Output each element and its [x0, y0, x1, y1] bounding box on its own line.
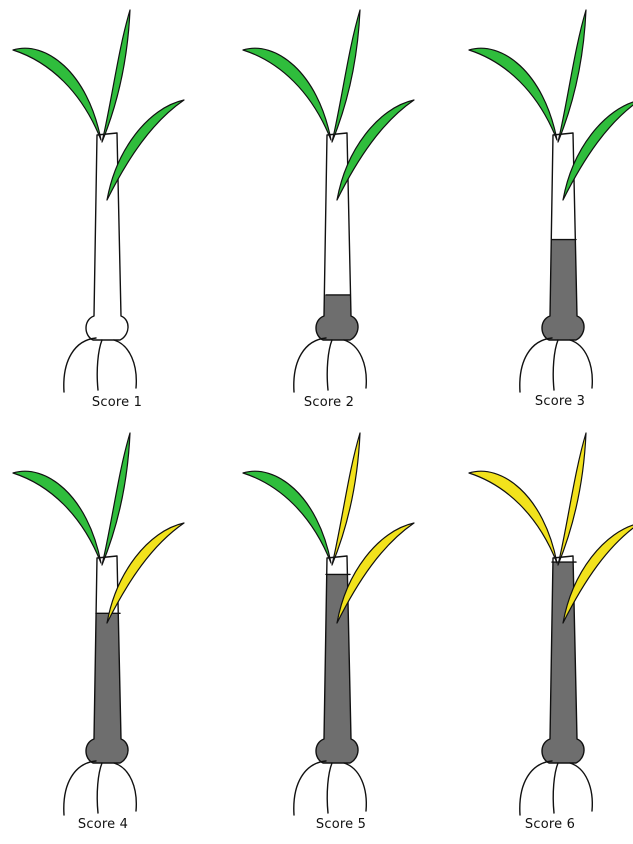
leaf-2: [558, 10, 586, 142]
score-label-5: Score 5: [271, 817, 411, 832]
score-label-1: Score 1: [47, 395, 187, 410]
leaf-1: [243, 471, 331, 563]
score-label-2: Score 2: [259, 395, 399, 410]
root-2: [327, 763, 332, 813]
leaf-2: [558, 433, 586, 565]
plant-2: [243, 10, 414, 392]
score-label-6: Score 6: [480, 817, 620, 832]
plant-6: [469, 433, 633, 815]
leaf-2: [332, 10, 360, 142]
score-label-4: Score 4: [33, 817, 173, 832]
root-3: [114, 340, 136, 388]
root-2: [97, 340, 102, 390]
leaf-2: [102, 10, 130, 142]
root-2: [327, 340, 332, 390]
leaf-1: [13, 48, 101, 140]
leaf-1: [13, 471, 101, 563]
leaf-1: [243, 48, 331, 140]
plant-5: [243, 433, 414, 815]
root-1: [64, 761, 96, 815]
lesion: [536, 240, 596, 344]
root-2: [553, 763, 558, 813]
root-1: [294, 761, 326, 815]
plant-1: [13, 10, 184, 392]
leaf-2: [332, 433, 360, 565]
root-2: [553, 340, 558, 390]
root-3: [570, 340, 592, 388]
leaf-2: [102, 433, 130, 565]
root-3: [570, 763, 592, 811]
score-label-3: Score 3: [490, 394, 630, 409]
root-3: [344, 340, 366, 388]
lesion: [310, 574, 370, 767]
leaf-1: [469, 48, 557, 140]
root-3: [344, 763, 366, 811]
plant-3: [469, 10, 633, 392]
root-1: [520, 761, 552, 815]
lesion: [536, 562, 596, 767]
root-1: [520, 338, 552, 392]
lesion: [80, 613, 140, 767]
root-1: [294, 338, 326, 392]
root-1: [64, 338, 96, 392]
leaf-1: [469, 471, 557, 563]
root-3: [114, 763, 136, 811]
plant-4: [13, 433, 184, 815]
root-2: [97, 763, 102, 813]
